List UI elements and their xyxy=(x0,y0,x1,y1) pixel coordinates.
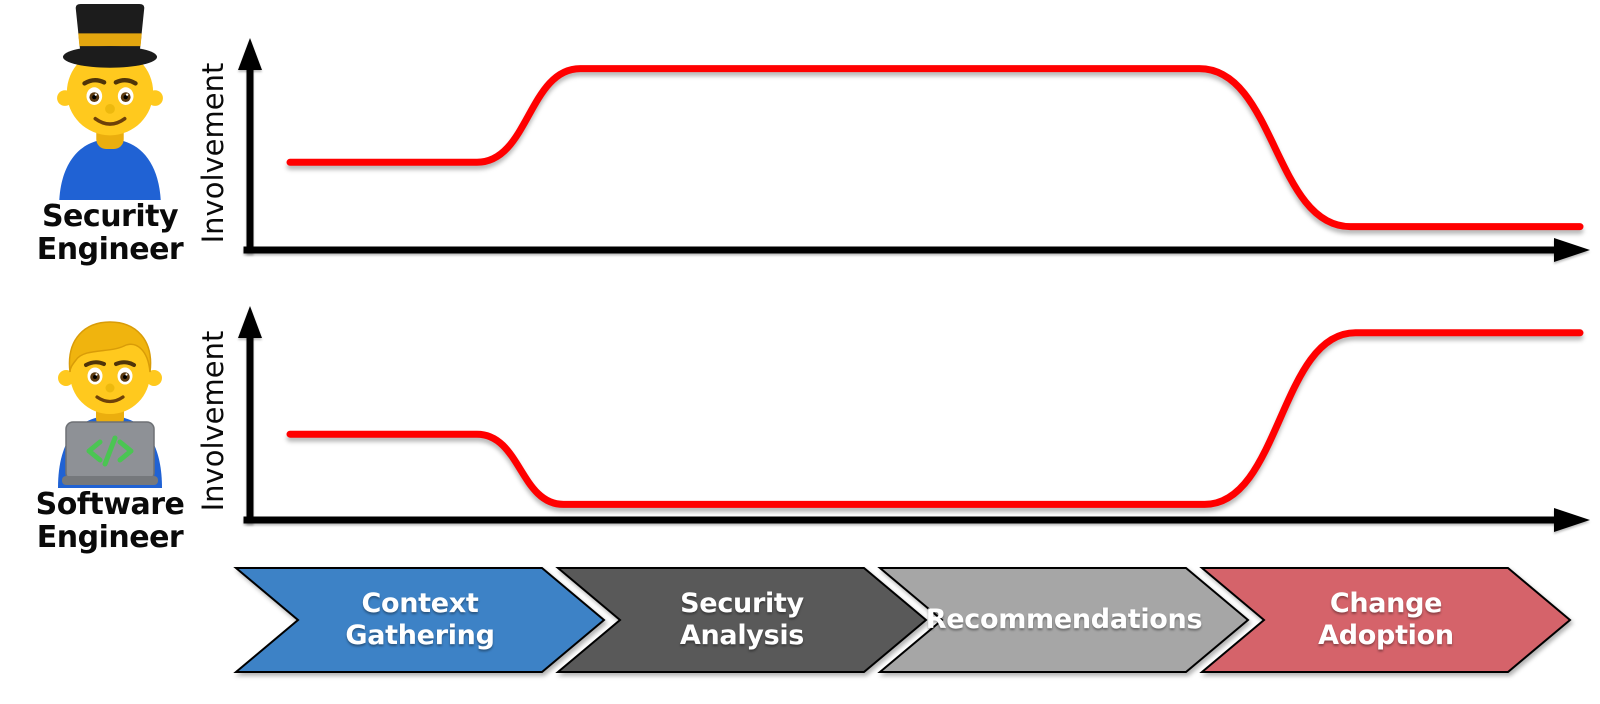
y-axis-arrowhead xyxy=(238,306,262,338)
security-chart-axes xyxy=(238,38,1590,262)
phase-label: Change Adoption xyxy=(1318,587,1454,651)
man-technologist-emoji xyxy=(58,321,162,488)
man-top-hat-emoji xyxy=(57,4,163,200)
persona-label: Security Engineer xyxy=(0,200,220,266)
persona-label-line1: Software xyxy=(35,487,185,522)
persona-label-line2: Engineer xyxy=(36,232,184,267)
phase-label: Recommendations xyxy=(925,603,1203,635)
software-chart-axes xyxy=(238,306,1590,532)
x-axis-arrowhead xyxy=(1554,508,1590,532)
phase-label: Security Analysis xyxy=(679,587,805,651)
security-involvement-curve xyxy=(286,65,1584,231)
security-engineer-persona: Security Engineer xyxy=(0,4,220,266)
software-involvement-curve xyxy=(286,329,1584,508)
software-engineer-persona: Software Engineer xyxy=(0,316,220,554)
x-axis-arrowhead xyxy=(1554,238,1590,262)
phase-label: Context Gathering xyxy=(345,587,495,651)
persona-label: Software Engineer xyxy=(0,488,220,554)
persona-label-line2: Engineer xyxy=(36,520,184,555)
persona-label-line1: Security xyxy=(41,199,179,234)
phase-chevron-change-adoption xyxy=(1199,567,1572,673)
y-axis-arrowhead xyxy=(238,38,262,70)
phase-chevron-security-analysis xyxy=(555,567,928,673)
phase-chevron-recommendations xyxy=(877,567,1250,673)
phase-chevron-context-gathering xyxy=(233,567,606,673)
